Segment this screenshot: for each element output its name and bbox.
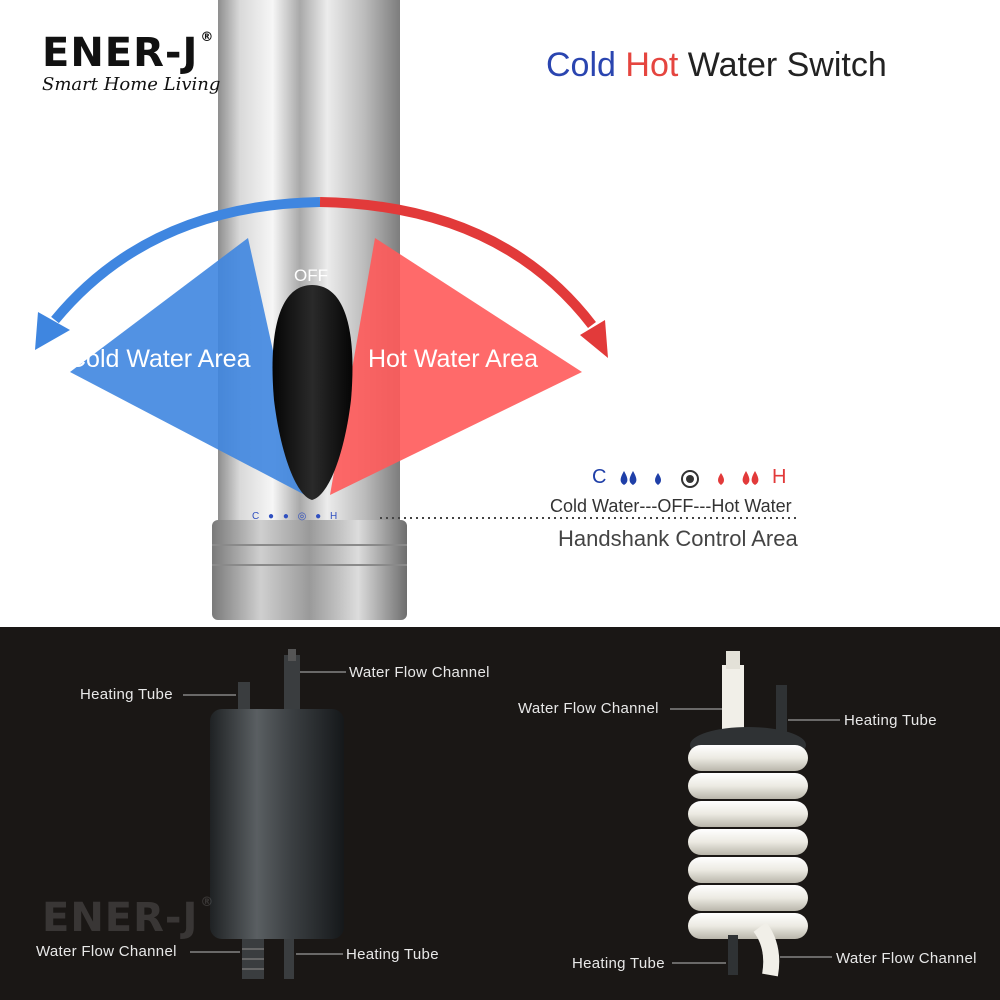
right-heating-tube-top-label: Heating Tube [844, 712, 937, 729]
cold-drop-large-icon-2 [629, 471, 637, 485]
coil-heater-diagram [670, 651, 840, 977]
left-water-flow-bottom-label: Water Flow Channel [36, 943, 177, 960]
title-hot: Hot [625, 46, 679, 84]
heater-cylinder [210, 709, 344, 939]
watermark-logo: ENER-J® [42, 895, 215, 941]
cold-c-label: C [592, 466, 607, 488]
heating-diagrams [183, 649, 840, 979]
hot-h-label: H [772, 466, 787, 488]
hot-area-wedge [330, 238, 582, 495]
control-scale-line: Cold Water---OFF---Hot Water [550, 496, 792, 516]
faucet-mini-scale: C ● ● ◎ ● H [252, 511, 341, 522]
cold-drop-icon [655, 473, 661, 485]
hot-drop-large-icon-2 [751, 471, 759, 485]
cold-water-area-label: Cold Water Area [68, 345, 251, 373]
faucet-illustration [35, 0, 800, 620]
control-scale-icons [620, 470, 759, 488]
cold-drop-large-icon [620, 471, 628, 485]
hot-drop-icon [718, 473, 724, 485]
left-water-flow-top-label: Water Flow Channel [349, 664, 490, 681]
faucet-handle [272, 285, 353, 500]
heating-diagram-panel [0, 627, 1000, 1000]
faucet-base [212, 520, 407, 620]
off-label: OFF [294, 266, 328, 285]
hot-arrow-arc [319, 197, 596, 329]
cold-arrow-arc [51, 197, 321, 324]
right-water-flow-top-label: Water Flow Channel [518, 700, 659, 717]
title-rest: Water Switch [687, 46, 887, 84]
right-heating-tube-bottom-label: Heating Tube [572, 955, 665, 972]
handshank-caption: Handshank Control Area [558, 526, 798, 551]
left-heating-tube-top-label: Heating Tube [80, 686, 173, 703]
cold-area-wedge [70, 238, 305, 495]
cylinder-heater-diagram [183, 649, 346, 979]
title-cold: Cold [546, 46, 616, 84]
page-title: Cold Hot Water Switch [546, 46, 887, 85]
hot-water-area-label: Hot Water Area [368, 345, 538, 373]
brand-tagline: Smart Home Living [42, 74, 221, 95]
coil-rings [688, 745, 808, 939]
brand-logo: ENER-J® [42, 30, 215, 76]
left-heating-tube-bottom-label: Heating Tube [346, 946, 439, 963]
hot-drop-large-icon [742, 471, 750, 485]
right-water-flow-bottom-label: Water Flow Channel [836, 950, 977, 967]
off-dial-icon [681, 470, 699, 488]
control-icons: C H [590, 466, 800, 490]
